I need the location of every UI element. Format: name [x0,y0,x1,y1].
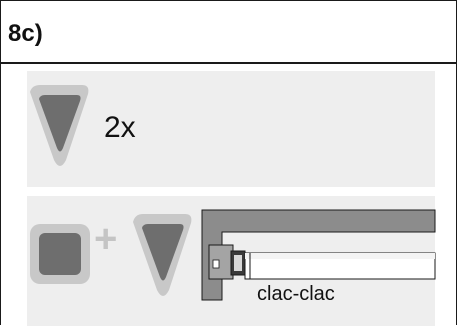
press-count-label: 2x [104,111,136,144]
sound-label: clac-clac [257,283,335,305]
header-divider [0,62,457,64]
press-panel [27,71,435,187]
step-label: 8c) [8,20,43,47]
plus-sign: + [94,217,118,261]
